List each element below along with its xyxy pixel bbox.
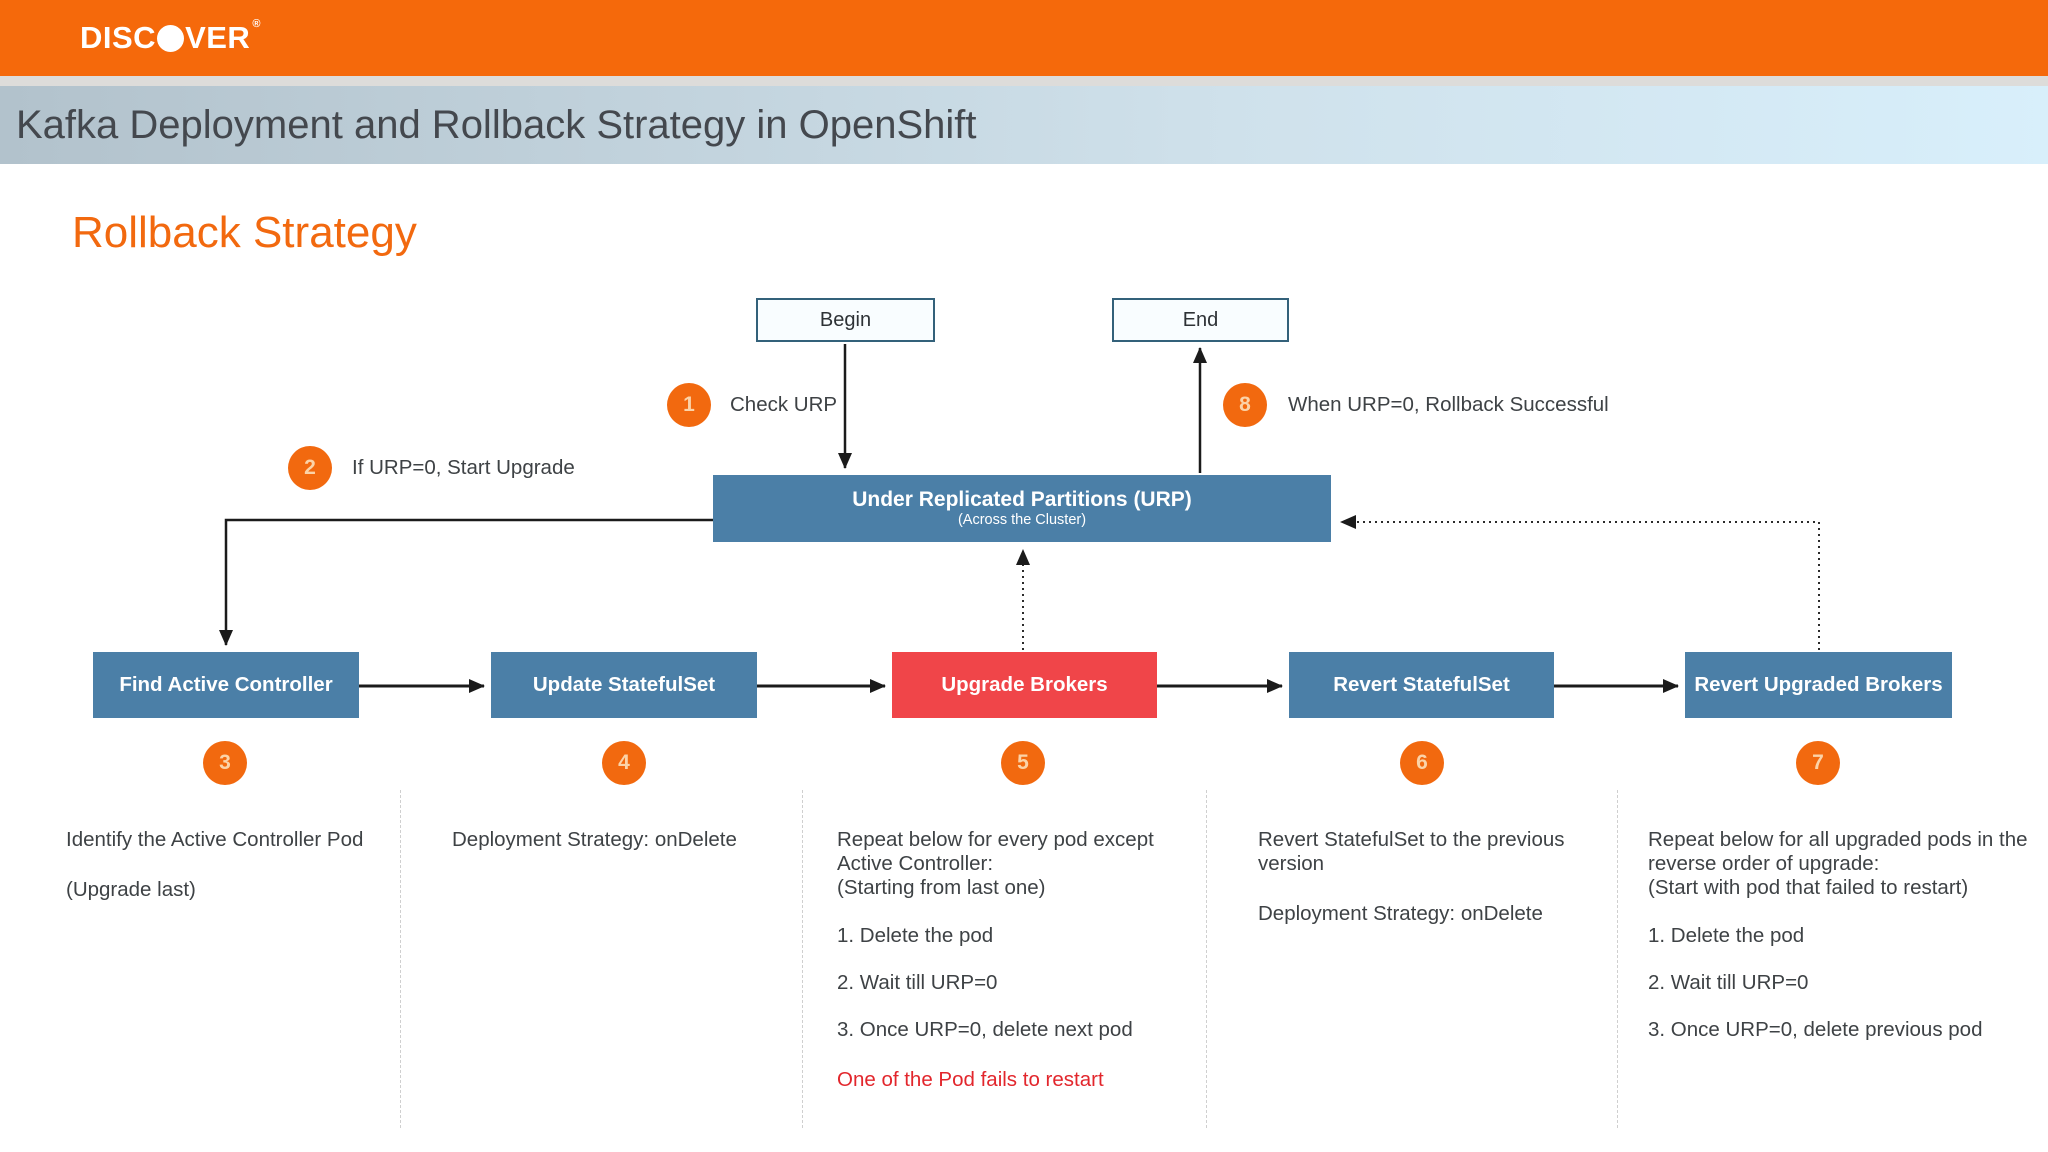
step-circle-3: 3 bbox=[203, 741, 247, 785]
step-3-description: Identify the Active Controller Pod (Upgr… bbox=[66, 828, 396, 902]
step-circle-1: 1 bbox=[667, 383, 711, 427]
urp-title: Under Replicated Partitions (URP) bbox=[852, 488, 1192, 512]
title-bar: Kafka Deployment and Rollback Strategy i… bbox=[0, 86, 2048, 164]
step-circle-2: 2 bbox=[288, 446, 332, 490]
description-line: Identify the Active Controller Pod bbox=[66, 828, 364, 851]
step-5-description: Repeat below for every pod except Active… bbox=[837, 828, 1192, 1092]
logo-text-post: VER bbox=[185, 20, 251, 55]
step-6-description: Revert StatefulSet to the previous versi… bbox=[1258, 828, 1588, 927]
section-heading: Rollback Strategy bbox=[72, 208, 417, 257]
logo-text-pre: DISC bbox=[80, 20, 157, 55]
step-number: 4 bbox=[618, 751, 630, 774]
description-line: Revert StatefulSet to the previous versi… bbox=[1258, 828, 1565, 876]
registered-mark: ® bbox=[252, 18, 261, 30]
description-list-item: 1. Delete the pod bbox=[837, 923, 994, 947]
description-line: (Starting from last one) bbox=[837, 876, 1046, 900]
node-revert-statefulset: Revert StatefulSet bbox=[1289, 652, 1554, 718]
step-number: 5 bbox=[1017, 751, 1029, 774]
node-revert-upgraded-brokers: Revert Upgraded Brokers bbox=[1685, 652, 1952, 718]
step-circle-4: 4 bbox=[602, 741, 646, 785]
callout-label-8: When URP=0, Rollback Successful bbox=[1288, 393, 1609, 416]
column-divider bbox=[802, 790, 803, 1128]
begin-node: Begin bbox=[756, 298, 935, 342]
node-label: Revert StatefulSet bbox=[1333, 673, 1510, 696]
column-divider bbox=[1617, 790, 1618, 1128]
description-line: (Start with pod that failed to restart) bbox=[1648, 876, 1969, 900]
description-line: Repeat below for all upgraded pods in th… bbox=[1648, 828, 2028, 876]
node-label: Upgrade Brokers bbox=[941, 673, 1108, 696]
step-number: 3 bbox=[219, 751, 231, 774]
description-list-item: 1. Delete the pod bbox=[1648, 923, 1805, 947]
description-line: Repeat below for every pod except Active… bbox=[837, 828, 1154, 876]
description-list-item: 3. Once URP=0, delete previous pod bbox=[1648, 1017, 1983, 1041]
urp-subtitle: (Across the Cluster) bbox=[957, 512, 1087, 529]
step-4-description: Deployment Strategy: onDelete bbox=[452, 828, 782, 852]
node-find-active-controller: Find Active Controller bbox=[93, 652, 359, 718]
description-line: Deployment Strategy: onDelete bbox=[452, 828, 737, 851]
divider-strip bbox=[0, 76, 2048, 86]
step-number: 2 bbox=[304, 456, 316, 479]
step-circle-8: 8 bbox=[1223, 383, 1267, 427]
column-divider bbox=[1206, 790, 1207, 1128]
description-line: (Upgrade last) bbox=[66, 878, 196, 902]
failure-note: One of the Pod fails to restart bbox=[837, 1068, 1104, 1092]
end-label: End bbox=[1182, 308, 1219, 331]
step-circle-7: 7 bbox=[1796, 741, 1840, 785]
step-circle-5: 5 bbox=[1001, 741, 1045, 785]
begin-label: Begin bbox=[819, 308, 872, 331]
page-title: Kafka Deployment and Rollback Strategy i… bbox=[16, 102, 977, 147]
description-line: Deployment Strategy: onDelete bbox=[1258, 902, 1543, 926]
column-divider bbox=[400, 790, 401, 1128]
step-number: 7 bbox=[1812, 751, 1824, 774]
node-update-statefulset: Update StatefulSet bbox=[491, 652, 757, 718]
description-list-item: 2. Wait till URP=0 bbox=[1648, 970, 1809, 994]
node-upgrade-brokers: Upgrade Brokers bbox=[892, 652, 1157, 718]
step-circle-6: 6 bbox=[1400, 741, 1444, 785]
step-number: 8 bbox=[1239, 393, 1251, 416]
node-label: Revert Upgraded Brokers bbox=[1694, 673, 1943, 696]
urp-node: Under Replicated Partitions (URP) (Acros… bbox=[713, 475, 1331, 542]
callout-label-1: Check URP bbox=[730, 393, 838, 416]
brand-banner: DISC VER® bbox=[0, 0, 2048, 76]
description-list-item: 3. Once URP=0, delete next pod bbox=[837, 1017, 1133, 1041]
callout-label-2: If URP=0, Start Upgrade bbox=[352, 456, 575, 479]
node-label: Find Active Controller bbox=[119, 673, 333, 696]
discover-logo: DISC VER® bbox=[80, 0, 261, 76]
step-number: 6 bbox=[1416, 751, 1428, 774]
node-label: Update StatefulSet bbox=[532, 673, 716, 696]
end-node: End bbox=[1112, 298, 1289, 342]
step-7-description: Repeat below for all upgraded pods in th… bbox=[1648, 828, 2033, 1042]
description-list-item: 2. Wait till URP=0 bbox=[837, 970, 998, 994]
logo-circle-icon bbox=[157, 24, 185, 52]
step-number: 1 bbox=[683, 393, 695, 416]
